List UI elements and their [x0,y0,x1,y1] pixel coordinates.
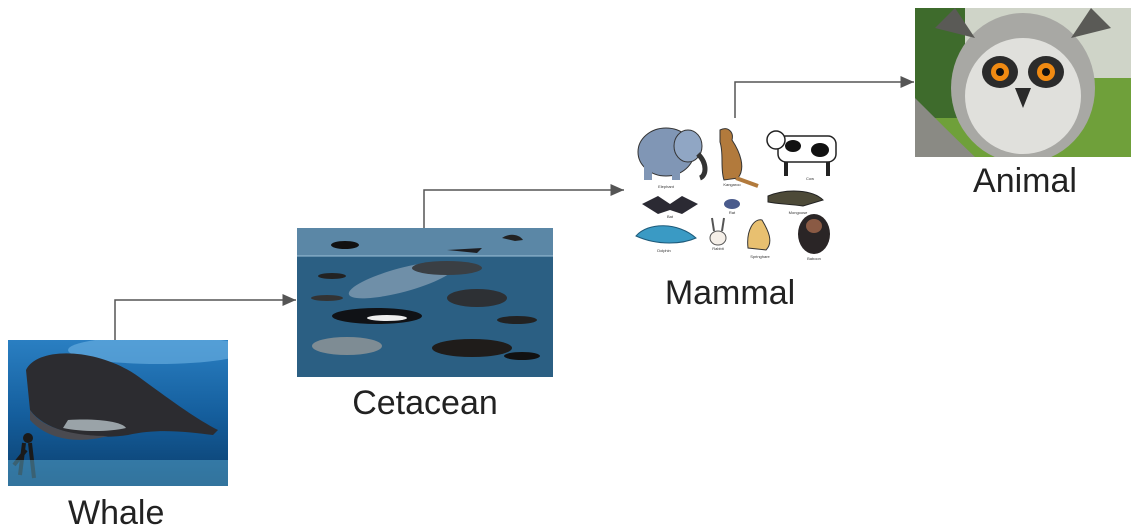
arrow-whale-to-cetacean [115,300,296,340]
caption-bat: Bat [667,214,674,219]
mammal-label: Mammal [650,274,810,313]
animal-label: Animal [950,162,1100,201]
caption-springhare: Springhare [750,254,770,259]
caption-cow: Cow [806,176,814,181]
caption-elephant: Elephant [658,184,675,189]
arrow-cetacean-to-mammal [424,190,624,228]
caption-kangaroo: Kangaroo [723,182,741,187]
caption-rabbit: Rabbit [712,246,724,251]
caption-dolphin: Dolphin [657,248,671,253]
whale-label: Whale [68,494,164,529]
arrow-mammal-to-animal [735,82,914,118]
caption-mongoose: Mongoose [789,210,808,215]
cetacean-label: Cetacean [340,384,510,423]
animal-image [915,8,1131,157]
caption-baboon: Baboon [807,256,821,261]
cetacean-image [297,228,553,377]
whale-image [8,340,228,486]
mammal-image: Elephant Kangaroo Cow Bat Rat Mongoose D… [628,118,844,268]
caption-rat: Rat [729,210,736,215]
